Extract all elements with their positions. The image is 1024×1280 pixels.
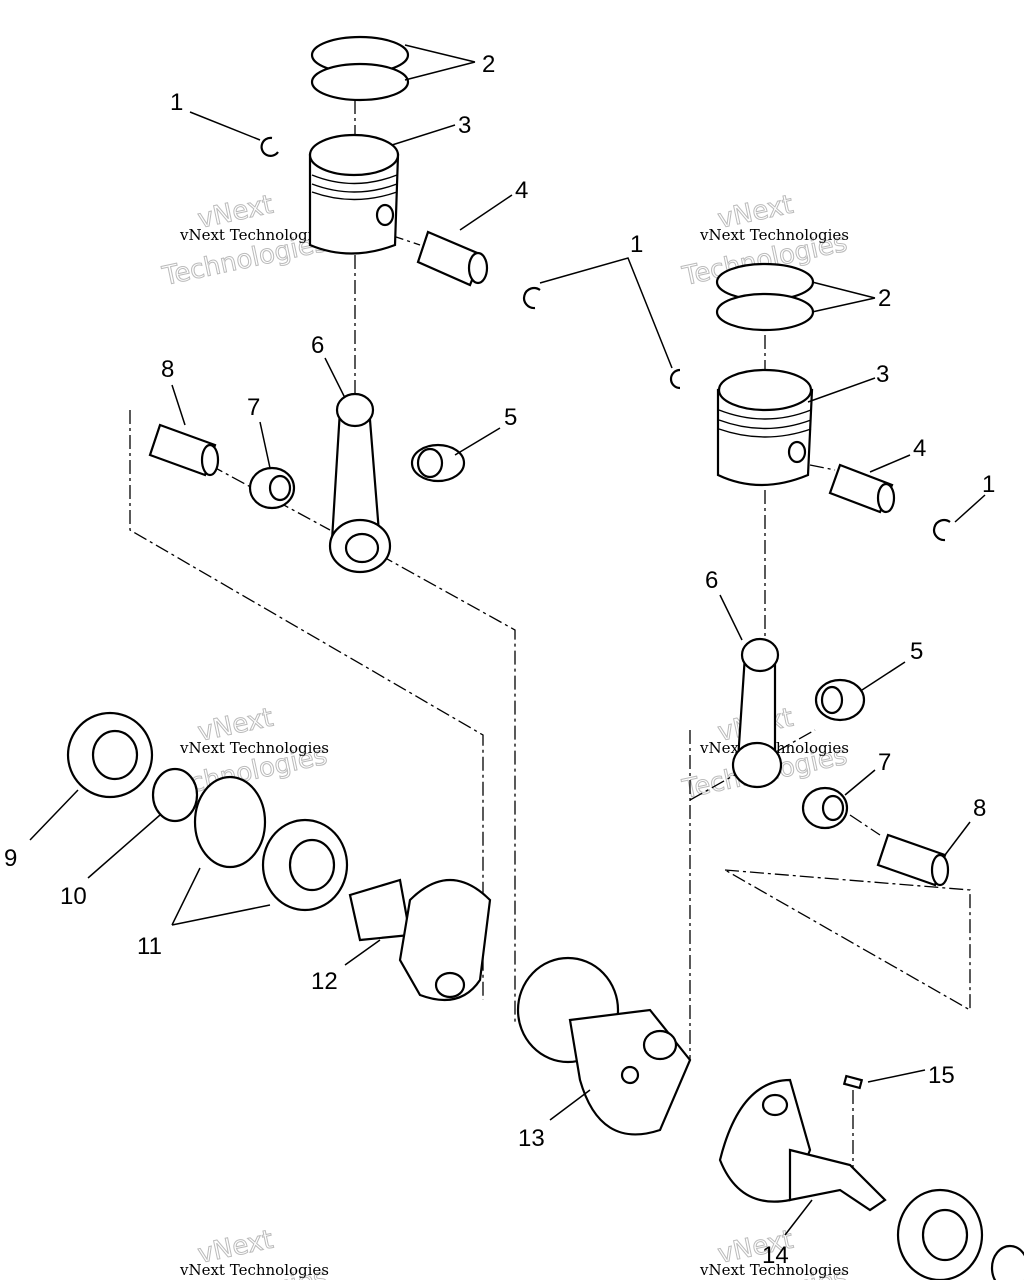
piston-pin-right <box>828 463 896 514</box>
watermark-text: vNext Technologies <box>179 739 329 757</box>
callout-1: 1 <box>982 471 995 498</box>
callout-4: 4 <box>515 177 528 204</box>
connecting-rod-left <box>328 392 392 574</box>
callout-2: 2 <box>878 285 891 312</box>
seal-10 <box>151 767 199 823</box>
piston-pin-left <box>416 230 489 287</box>
pin-left-8 <box>148 423 220 477</box>
watermark-text: vNext Technologies <box>179 1261 329 1279</box>
watermark-text: vNext Technologies <box>179 226 329 244</box>
bearing-right <box>896 1188 1024 1280</box>
leader-lines <box>29 44 986 1236</box>
callout-9: 9 <box>4 845 17 872</box>
bearing-11 <box>261 818 349 912</box>
callout-10: 10 <box>60 883 87 910</box>
watermark-text: vNext Technologies <box>699 1261 849 1279</box>
callout-5: 5 <box>910 638 923 665</box>
needle-bearing-right-5 <box>814 678 866 722</box>
callout-7: 7 <box>878 749 891 776</box>
piston-right <box>716 368 814 487</box>
crank-half-14 <box>718 1078 887 1212</box>
piston-rings-right <box>715 262 815 332</box>
callout-3: 3 <box>876 361 889 388</box>
needle-bearing-left-7 <box>248 466 296 510</box>
circlip-right-2 <box>933 519 951 542</box>
circlip-left-2 <box>523 287 541 310</box>
callout-15: 15 <box>928 1062 955 1089</box>
callout-6: 6 <box>705 567 718 594</box>
callout-8: 8 <box>973 795 986 822</box>
callout-13: 13 <box>518 1125 545 1152</box>
callout-7: 7 <box>247 394 260 421</box>
assembly-lines <box>129 100 971 1170</box>
piston-left <box>308 133 400 255</box>
callout-2: 2 <box>482 51 495 78</box>
callout-11: 11 <box>137 933 162 960</box>
circlip-right-1 <box>669 368 681 390</box>
key-15 <box>842 1074 864 1090</box>
needle-bearing-left-5 <box>410 443 466 483</box>
watermark-text: vNext Technologies <box>699 226 849 244</box>
callout-5: 5 <box>504 404 517 431</box>
callout-1: 1 <box>630 231 643 258</box>
callout-14: 14 <box>762 1242 789 1269</box>
circlip-left-1 <box>260 136 279 157</box>
callout-4: 4 <box>913 435 926 462</box>
pin-right-8 <box>876 833 950 887</box>
needle-bearing-right-7 <box>801 786 849 830</box>
crank-center-13 <box>516 956 692 1136</box>
callout-12: 12 <box>311 968 338 995</box>
callout-8: 8 <box>161 356 174 383</box>
callout-1: 1 <box>170 89 183 116</box>
callout-6: 6 <box>311 332 324 359</box>
crank-half-12 <box>348 878 492 1002</box>
callout-3: 3 <box>458 112 471 139</box>
piston-rings-left <box>310 35 410 102</box>
snap-ring-11 <box>193 775 267 869</box>
connecting-rod-right <box>731 637 783 789</box>
bearing-9 <box>66 711 154 799</box>
